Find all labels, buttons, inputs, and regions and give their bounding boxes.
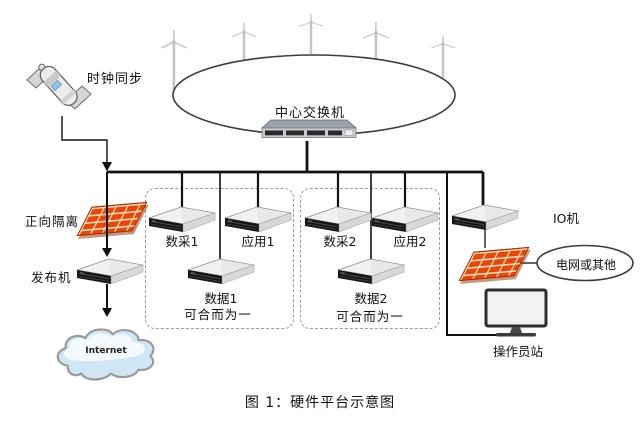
group1-merge-note: 可合而为一 (184, 307, 252, 322)
central-switch-icon (261, 119, 357, 138)
arrow-down-icon (102, 162, 112, 172)
arrow-down-icon (102, 248, 112, 257)
daq1-server-icon (148, 206, 216, 233)
operator-station-link (446, 172, 500, 336)
clock-sync-label: 时钟同步 (87, 72, 144, 87)
io-machine-server-icon (451, 204, 519, 231)
app2-label: 应用2 (393, 234, 427, 249)
publisher-label: 发布机 (31, 270, 72, 285)
satellite-icon (26, 63, 92, 110)
arrow-down-icon (102, 308, 112, 317)
daq2-label: 数采2 (323, 234, 357, 249)
db2-server-icon (337, 258, 405, 285)
internet-cloud-icon (56, 328, 155, 381)
grid-or-other-label: 电网或其他 (555, 258, 616, 272)
io-machine-label: IO机 (553, 211, 580, 226)
daq1-label: 数采1 (165, 234, 199, 249)
publisher-server-icon (76, 258, 144, 285)
app1-server-icon (224, 206, 292, 233)
app2-server-icon (371, 206, 439, 233)
db2-label: 数据2 (354, 291, 388, 306)
group2-merge-note: 可合而为一 (336, 309, 404, 324)
operator-monitor-icon (484, 288, 548, 337)
central-switch-label: 中心交换机 (274, 106, 345, 121)
clock-sync-link (61, 116, 108, 162)
figure-caption: 图 1：硬件平台示意图 (244, 395, 396, 411)
db1-server-icon (187, 258, 255, 285)
grid-or-other-ellipse (536, 244, 634, 282)
app1-label: 应用1 (241, 234, 275, 249)
internet-label: Internet (85, 346, 127, 356)
mergeable-group-2-box (300, 188, 440, 329)
db1-label: 数据1 (204, 291, 238, 306)
daq2-server-icon (304, 206, 372, 233)
forward-isolation-label: 正向隔离 (25, 214, 80, 229)
operator-station-label: 操作员站 (492, 344, 543, 359)
